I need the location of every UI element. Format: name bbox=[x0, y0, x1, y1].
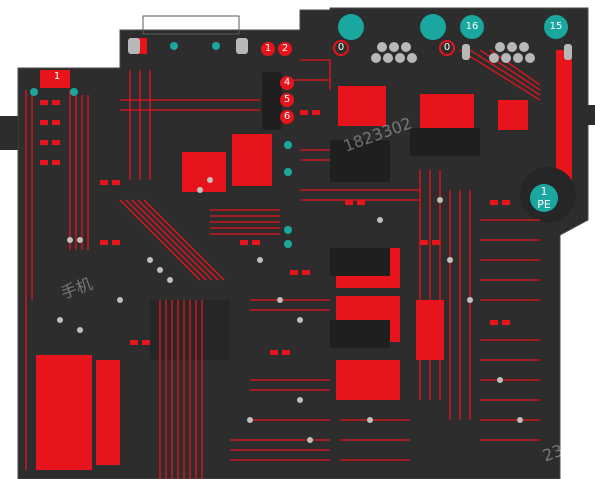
teal-vias bbox=[30, 42, 292, 248]
labelled-pads bbox=[44, 40, 455, 124]
top-connector-pads bbox=[128, 38, 572, 63]
left-tab bbox=[0, 116, 18, 150]
top-connector-outline bbox=[142, 15, 240, 35]
traces bbox=[25, 49, 541, 479]
smd-pads bbox=[40, 100, 510, 355]
mounting-pads bbox=[338, 14, 568, 212]
vias bbox=[57, 177, 523, 443]
